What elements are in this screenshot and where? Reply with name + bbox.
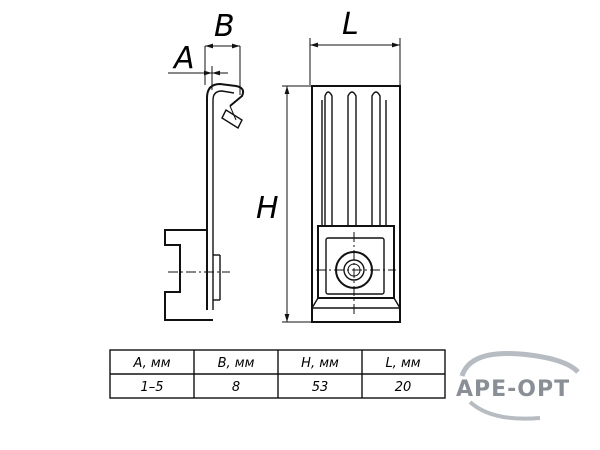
table-header-b: B, мм <box>218 356 255 371</box>
table-value-h: 53 <box>312 380 329 395</box>
ape-opt-logo: APE-OPT <box>456 350 580 421</box>
side-view: B A <box>164 9 245 321</box>
table-header-a: A, мм <box>132 356 170 371</box>
spec-table: A, мм B, мм H, мм L, мм 1–5 8 53 20 <box>109 349 446 399</box>
dimension-l-label: L <box>342 7 359 42</box>
table-value-a: 1–5 <box>140 380 163 395</box>
dimension-b-label: B <box>214 9 235 44</box>
dimension-a-label: A <box>172 41 195 76</box>
table-header-l: L, мм <box>385 356 420 371</box>
table-value-b: 8 <box>232 380 240 395</box>
logo-text: APE-OPT <box>456 377 570 402</box>
table-header-h: H, мм <box>301 356 339 371</box>
dimension-h-label: H <box>256 191 279 226</box>
table-value-l: 20 <box>395 380 412 395</box>
front-view: L H <box>256 7 401 323</box>
